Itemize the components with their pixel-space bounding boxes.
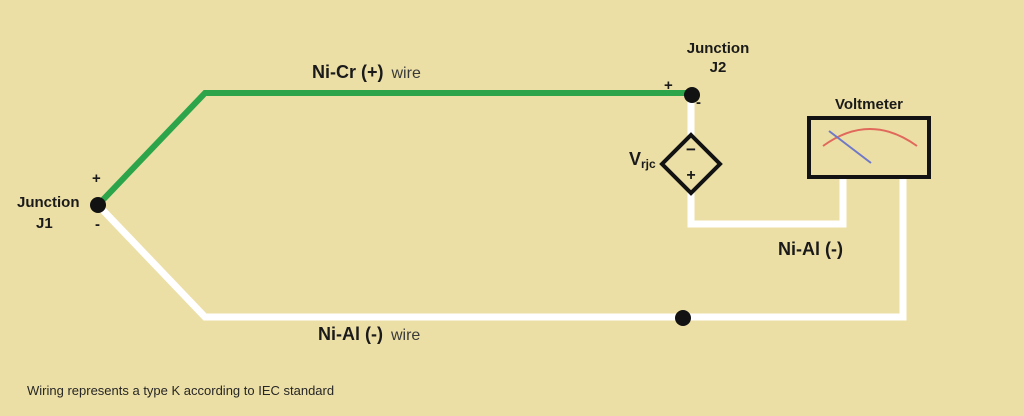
junction-j2-dot <box>684 87 700 103</box>
source-to-voltmeter-wire <box>687 175 847 228</box>
nicr-wire-label: Ni-Cr (+) wire <box>312 62 421 83</box>
junction-j2-title: Junction <box>686 40 750 57</box>
nial-wire-label-suffix: wire <box>390 327 421 344</box>
junction-j2-minus-sign: - <box>696 94 701 111</box>
voltmeter-scale-arc <box>822 128 918 147</box>
source-bottom-sign: + <box>686 167 696 184</box>
voltmeter-label: Voltmeter <box>834 96 904 113</box>
vrjc-symbol: V <box>629 149 642 169</box>
voltmeter-needle <box>828 130 872 164</box>
nial-voltmeter-wire-label: Ni-Al (-) <box>778 239 843 259</box>
junction-j1-minus-sign: - <box>95 216 100 233</box>
nicr-positive-wire <box>95 90 692 208</box>
vrjc-source-label: Vrjc <box>629 149 656 171</box>
reference-node-dot <box>675 310 691 326</box>
diagram-caption: Wiring represents a type K according to … <box>27 383 335 398</box>
nicr-wire-label-name: Ni-Cr (+) <box>312 62 384 82</box>
junction-j1-id: J1 <box>36 215 53 232</box>
vrjc-subscript: rjc <box>641 157 656 171</box>
nial-negative-wire <box>95 175 907 321</box>
junction-j2-plus-sign: + <box>664 77 673 94</box>
vrjc-source-diamond <box>659 132 723 196</box>
nial-wire-label: Ni-Al (-) wire <box>318 324 420 345</box>
voltmeter-box <box>807 116 931 179</box>
junction-j1-plus-sign: + <box>92 170 101 187</box>
junction-j2-label: Junction J2 <box>656 40 780 77</box>
nicr-wire-label-suffix: wire <box>391 65 421 82</box>
source-top-sign: − <box>686 140 696 159</box>
junction-j2-id: J2 <box>709 59 727 77</box>
junction-j1-title: Junction <box>17 194 80 211</box>
nial-wire-label-name: Ni-Al (-) <box>318 324 383 344</box>
junction-j1-dot <box>90 197 106 213</box>
